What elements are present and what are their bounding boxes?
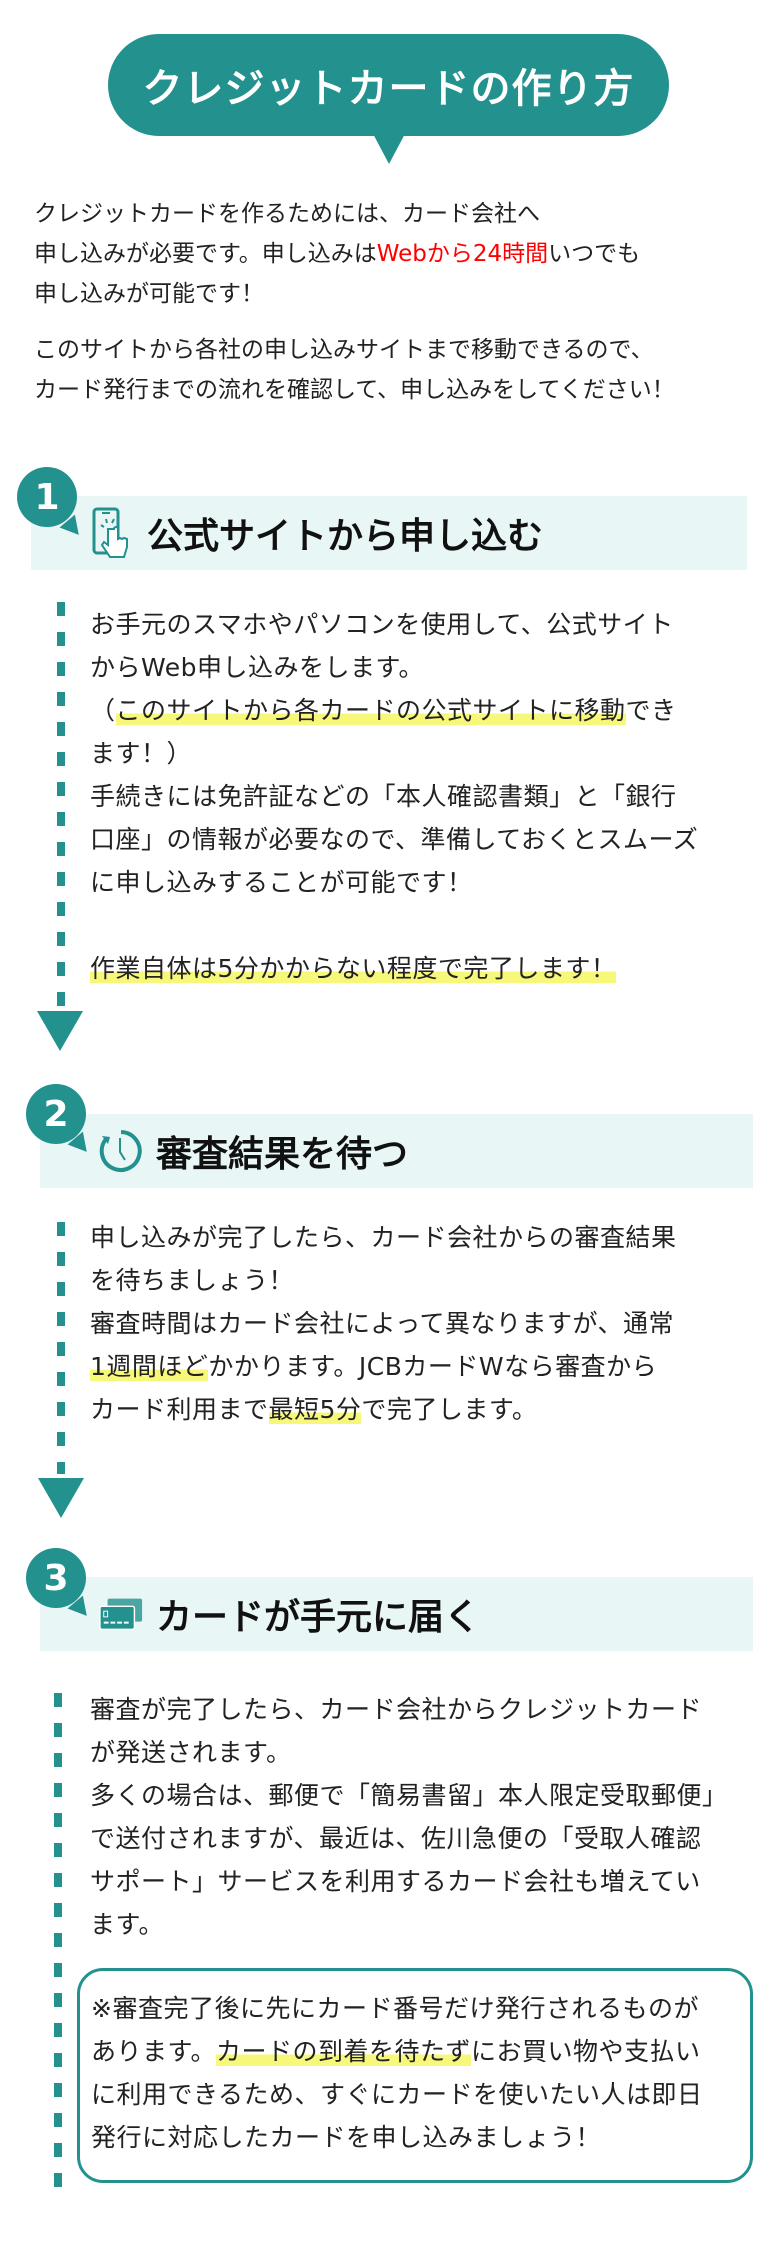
body-line: ます！） bbox=[90, 739, 193, 768]
text: いつでも bbox=[548, 241, 641, 267]
step-2-body: 申し込みが完了したら、カード会社からの審査結果 を待ちましょう！ 審査時間はカー… bbox=[90, 1216, 677, 1431]
step-number-badge: 2 bbox=[26, 1084, 86, 1144]
intro-paragraph-1: クレジットカードを作るためには、カード会社へ 申し込みが必要です。申し込みはWe… bbox=[34, 194, 640, 314]
body-line: （このサイトから各カードの公式サイトに移動でき bbox=[90, 689, 698, 732]
text: にお買い物や支払い bbox=[471, 2037, 701, 2066]
clock-icon bbox=[98, 1126, 144, 1176]
body-line: 1週間ほどかかります。JCBカードWなら審査から bbox=[90, 1345, 677, 1388]
intro-line: 申し込みが必要です。申し込みはWebから24時間いつでも bbox=[34, 234, 640, 274]
step-3-body: 審査が完了したら、カード会社からクレジットカード が発送されます。 多くの場合は… bbox=[90, 1688, 728, 1946]
intro-line: このサイトから各社の申し込みサイトまで移動できるので、 bbox=[34, 337, 654, 363]
body-line: あります。カードの到着を待たずにお買い物や支払い bbox=[91, 2030, 703, 2073]
timeline-dashed-line bbox=[54, 1693, 62, 2193]
body-line: が発送されます。 bbox=[90, 1738, 292, 1767]
body-line: を待ちましょう！ bbox=[90, 1266, 295, 1295]
body-line: 発行に対応したカードを申し込みましょう！ bbox=[91, 2123, 602, 2152]
body-line: 手続きには免許証などの「本人確認書類」と「銀行 bbox=[90, 782, 677, 811]
intro-paragraph-2: このサイトから各社の申し込みサイトまで移動できるので、 カード発行までの流れを確… bbox=[34, 330, 675, 410]
body-line: ます。 bbox=[90, 1910, 165, 1939]
step-title: カードが手元に届く bbox=[156, 1597, 481, 1638]
page-title: クレジットカードの作り方 bbox=[142, 66, 635, 112]
text: カード利用まで bbox=[90, 1395, 269, 1424]
body-line: からWeb申し込みをします。 bbox=[90, 653, 425, 682]
page-title-banner: クレジットカードの作り方 bbox=[108, 34, 669, 136]
blank-line bbox=[90, 904, 698, 947]
step-title: 公式サイトから申し込む bbox=[147, 516, 544, 557]
body-line: 作業自体は5分かからない程度で完了します！ bbox=[90, 947, 698, 990]
step-number-badge: 1 bbox=[17, 467, 77, 527]
emphasis-text: Webから24時間 bbox=[376, 241, 549, 267]
text: でき bbox=[625, 696, 677, 725]
body-line: 審査が完了したら、カード会社からクレジットカード bbox=[90, 1695, 703, 1724]
step-2-header: 審査結果を待つ bbox=[40, 1114, 753, 1188]
highlighted-text: 最短5分 bbox=[268, 1395, 362, 1424]
banner-tail bbox=[371, 130, 407, 164]
timeline-dashed-line bbox=[57, 1222, 65, 1474]
step-1-body: お手元のスマホやパソコンを使用して、公式サイト からWeb申し込みをします。 （… bbox=[90, 603, 698, 990]
note-box: ※審査完了後に先にカード番号だけ発行されるものが あります。カードの到着を待たず… bbox=[77, 1968, 753, 2183]
down-arrow-icon bbox=[38, 1478, 84, 1518]
highlighted-text: カードの到着を待たず bbox=[216, 2037, 472, 2066]
text: あります。 bbox=[91, 2037, 217, 2066]
step-title: 審査結果を待つ bbox=[156, 1134, 409, 1175]
body-line: お手元のスマホやパソコンを使用して、公式サイト bbox=[90, 610, 674, 639]
body-line: 申し込みが完了したら、カード会社からの審査結果 bbox=[90, 1223, 677, 1252]
body-line: 多くの場合は、郵便で「簡易書留」本人限定受取郵便」 bbox=[90, 1781, 728, 1810]
intro-line: カード発行までの流れを確認して、申し込みをしてください！ bbox=[34, 377, 675, 403]
text: で完了します。 bbox=[361, 1395, 538, 1424]
down-arrow-icon bbox=[37, 1011, 83, 1051]
highlighted-text: 作業自体は5分かからない程度で完了します！ bbox=[90, 954, 617, 983]
step-number-badge: 3 bbox=[26, 1548, 86, 1608]
smartphone-tap-icon bbox=[89, 507, 135, 558]
step-1-header: 公式サイトから申し込む bbox=[31, 496, 747, 570]
body-line: サポート」サービスを利用するカード会社も増えてい bbox=[90, 1867, 701, 1896]
body-line: ※審査完了後に先にカード番号だけ発行されるものが bbox=[91, 1994, 699, 2023]
credit-card-icon bbox=[98, 1589, 144, 1639]
step-3-header: カードが手元に届く bbox=[40, 1577, 753, 1651]
body-line: で送付されますが、最近は、佐川急便の「受取人確認 bbox=[90, 1824, 702, 1853]
body-line: 審査時間はカード会社によって異なりますが、通常 bbox=[90, 1309, 675, 1338]
note-text: ※審査完了後に先にカード番号だけ発行されるものが あります。カードの到着を待たず… bbox=[91, 1987, 703, 2159]
timeline-dashed-line bbox=[57, 602, 65, 1007]
highlighted-text: 1週間ほど bbox=[90, 1352, 209, 1381]
text: （ bbox=[90, 696, 116, 725]
body-line: カード利用まで最短5分で完了します。 bbox=[90, 1388, 677, 1431]
text: かかります。JCBカードWなら審査から bbox=[208, 1352, 658, 1381]
intro-line: 申し込みが可能です！ bbox=[34, 281, 264, 307]
highlighted-text: このサイトから各カードの公式サイトに移動 bbox=[115, 696, 626, 725]
body-line: に利用できるため、すぐにカードを使いたい人は即日 bbox=[91, 2080, 703, 2109]
body-line: に申し込みすることが可能です！ bbox=[90, 868, 473, 897]
text: 申し込みが必要です。申し込みは bbox=[34, 241, 377, 267]
body-line: 口座」の情報が必要なので、準備しておくとスムーズ bbox=[90, 825, 699, 854]
intro-line: クレジットカードを作るためには、カード会社へ bbox=[34, 201, 540, 227]
